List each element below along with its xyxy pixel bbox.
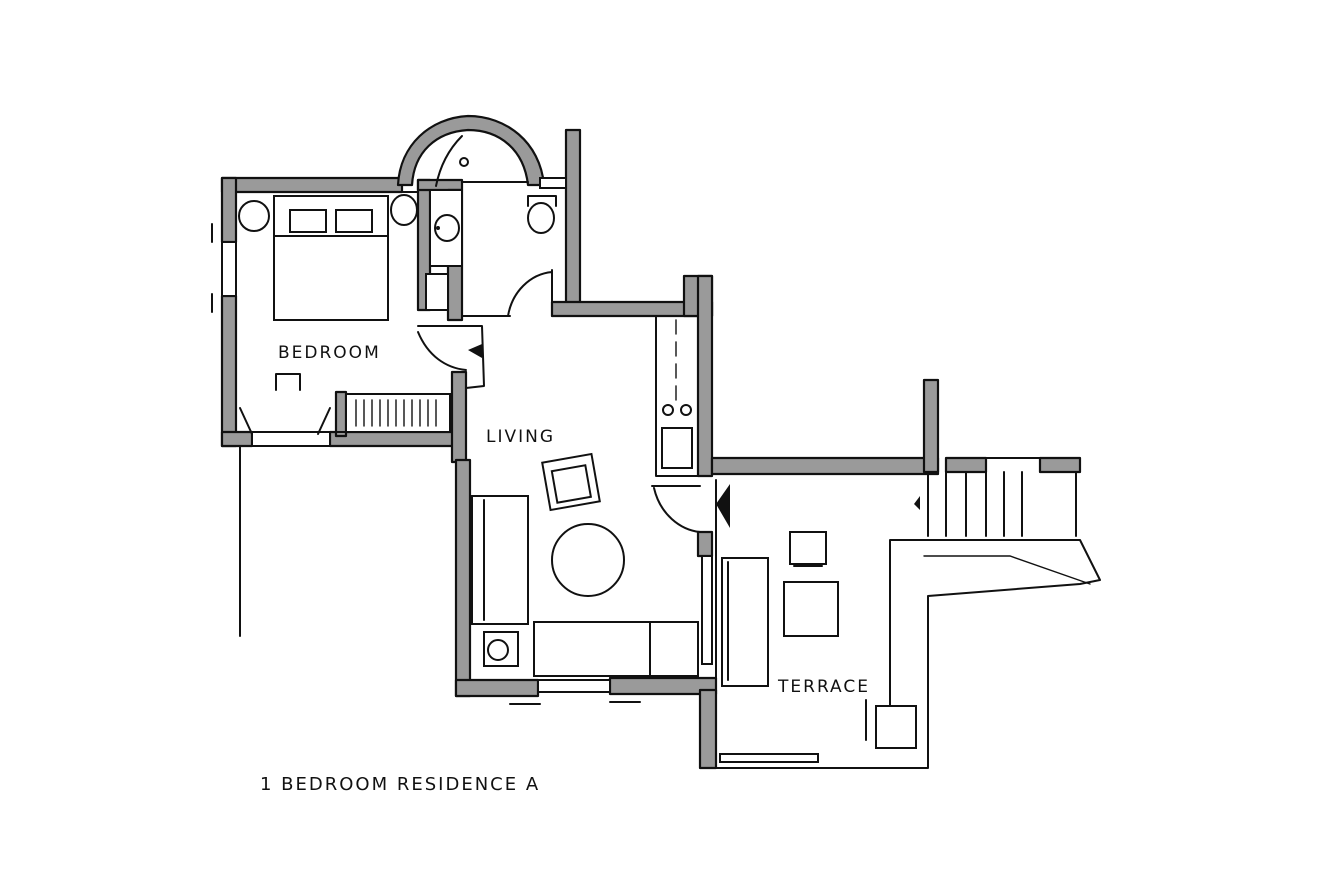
kitchen-counter xyxy=(655,315,699,477)
pillow-right xyxy=(335,209,373,233)
bedroom-wall-bottom-left xyxy=(220,430,254,448)
living-wall-bottom-left xyxy=(454,678,540,698)
tap xyxy=(436,226,440,230)
terrace-planter xyxy=(719,753,819,763)
bath-shelf xyxy=(425,273,449,311)
terrace-entry-arrow xyxy=(716,484,730,528)
shower-drain xyxy=(459,157,469,167)
bedroom-window-left xyxy=(221,241,237,297)
wardrobe xyxy=(345,393,451,433)
kitchen-sink xyxy=(661,427,693,469)
living-window-bottom xyxy=(537,679,611,693)
tv-console xyxy=(533,621,699,677)
terrace-wall-left-lower xyxy=(698,688,718,770)
living-window-right xyxy=(701,555,713,665)
terrace-ramp-line xyxy=(923,555,1091,585)
toilet xyxy=(527,202,555,234)
bedroom-wall-bottom-right xyxy=(328,430,462,448)
living-wall-right-lower xyxy=(696,530,714,558)
nightstand-lamp-right xyxy=(390,194,418,226)
shower-door xyxy=(435,135,463,187)
cooktop-burner-1 xyxy=(662,404,674,416)
terrace-side-table xyxy=(875,705,917,749)
stair-wall-a xyxy=(944,456,988,474)
toilet-tank xyxy=(527,195,557,207)
bench xyxy=(275,373,301,391)
room-label-terrace: TERRACE xyxy=(777,677,870,697)
terrace-wall-post xyxy=(922,378,940,474)
bath-wall-top xyxy=(416,178,464,192)
pillow-left xyxy=(289,209,327,233)
sink xyxy=(434,214,460,242)
closet-wall xyxy=(334,390,348,438)
bedroom-door-swing xyxy=(417,325,467,371)
terrace-wall-top xyxy=(710,456,940,476)
stair-wall-b xyxy=(1038,456,1082,474)
entry-arrow-bedroom xyxy=(468,344,482,358)
bath-window xyxy=(539,177,567,189)
dining-table xyxy=(551,523,625,597)
bath-door-swing xyxy=(507,269,553,317)
bedroom-wall-left-lower xyxy=(220,294,238,448)
furniture xyxy=(238,194,917,763)
balcony-door-leaf-left xyxy=(239,407,253,435)
plan-lines xyxy=(211,135,1101,769)
stair-arrow xyxy=(914,496,920,510)
plant-pot xyxy=(487,639,509,661)
bedroom-wall-top xyxy=(220,176,404,194)
plan-title: 1 BEDROOM RESIDENCE A xyxy=(260,774,540,795)
nightstand-lamp-left xyxy=(238,200,270,232)
wardrobe-hangers xyxy=(355,399,437,427)
living-wall-left xyxy=(454,458,472,698)
terrace-outline xyxy=(715,539,1101,769)
cooktop-burner-2 xyxy=(680,404,692,416)
terrace-table xyxy=(783,581,839,637)
armchair-seat xyxy=(550,464,593,504)
terrace-chair xyxy=(789,531,827,565)
bedroom-wall-right xyxy=(450,370,468,464)
bedroom-window-bottom xyxy=(251,431,331,447)
bedroom-door-leaf xyxy=(465,325,485,389)
shower-curved-wall xyxy=(396,114,546,187)
room-label-living: LIVING xyxy=(486,427,555,447)
sofa xyxy=(471,495,529,625)
bedroom-wall-left-upper xyxy=(220,176,238,244)
bath-wall-right xyxy=(564,128,582,314)
living-wall-right xyxy=(696,274,714,478)
terrace-door-swing xyxy=(651,485,701,533)
terrace-lounger xyxy=(721,557,769,687)
stairs xyxy=(927,457,1077,537)
room-label-bedroom: BEDROOM xyxy=(278,343,381,363)
balcony-door-leaf-right xyxy=(317,407,331,435)
